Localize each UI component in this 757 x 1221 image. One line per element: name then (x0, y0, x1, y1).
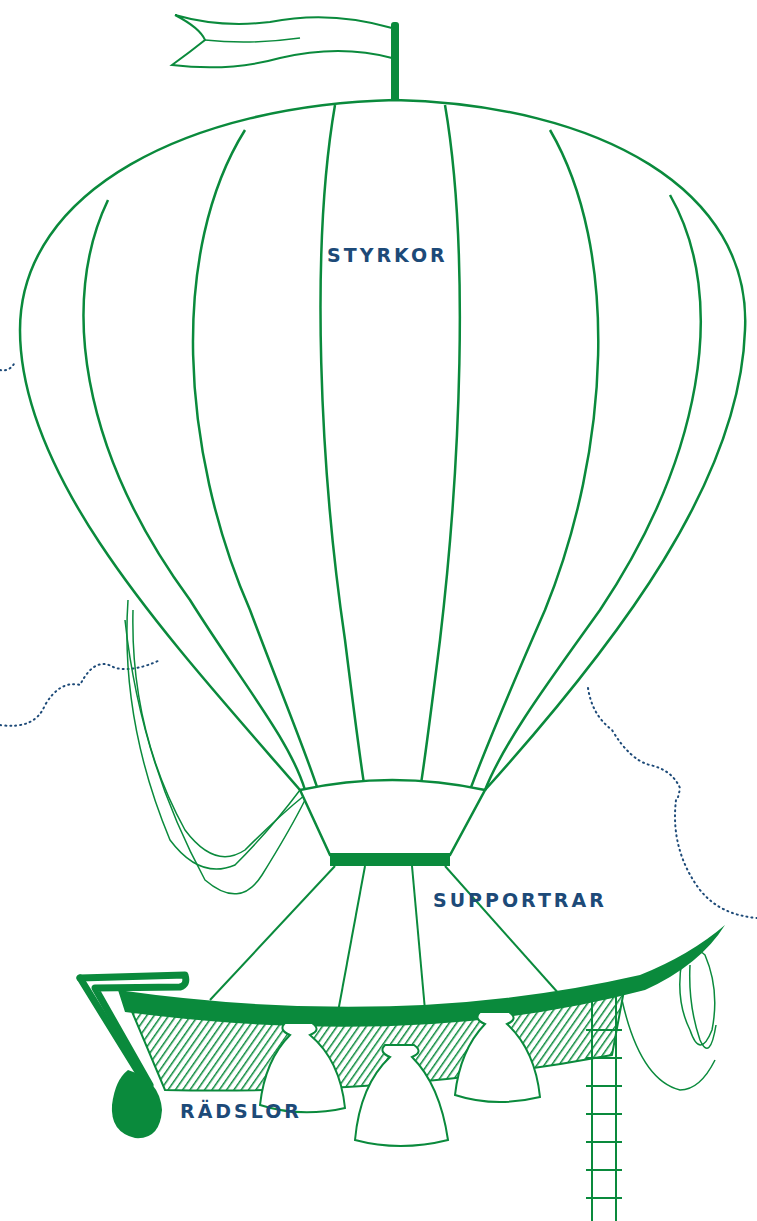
hanging-rope (690, 965, 716, 1048)
balloon-envelope (20, 100, 745, 790)
envelope-gore (470, 130, 598, 790)
envelope-gore (83, 200, 305, 790)
ladder-rung (586, 1197, 622, 1199)
basket-rope (412, 866, 425, 1010)
ladder-rail (615, 995, 617, 1221)
ladder-rung (586, 1169, 622, 1171)
ladder-rung (586, 1085, 622, 1087)
sandbag (355, 1045, 448, 1146)
flag (172, 15, 399, 104)
cloud-outline (0, 362, 15, 370)
anchor-lever (80, 978, 148, 1088)
part-label: STYRKOR (327, 246, 448, 265)
part-label: RÄDSLOR (180, 1102, 302, 1121)
flag-fold (205, 38, 300, 42)
ladder-rung (586, 1141, 622, 1143)
ladder-rung (586, 1113, 622, 1115)
basket-rope (445, 866, 560, 995)
flag-cloth (172, 15, 392, 67)
balloon-neck (300, 780, 485, 855)
part-label: SUPPORTRAR (433, 891, 607, 910)
sandbag (455, 1012, 540, 1102)
sandbag (260, 1023, 345, 1112)
basket-rope (338, 866, 365, 1012)
rope-ladder (586, 995, 622, 1221)
envelope-gore (193, 130, 318, 790)
gondola-rim (118, 925, 725, 1027)
sandbag (260, 1012, 540, 1146)
basket-rope (210, 866, 335, 1000)
anchor-weight (112, 1070, 162, 1138)
cloud-outline (588, 688, 757, 918)
ladder-rung (586, 1029, 622, 1031)
hanging-rope (622, 1000, 715, 1090)
envelope-gore (420, 105, 460, 790)
load-ring (330, 853, 450, 866)
ladder-rail (591, 1000, 593, 1221)
envelope-gore (485, 195, 701, 790)
ladder-rung (586, 1057, 622, 1059)
envelope-gore (321, 105, 365, 790)
basket-rope (210, 866, 560, 1012)
balloon-envelope (20, 100, 745, 790)
